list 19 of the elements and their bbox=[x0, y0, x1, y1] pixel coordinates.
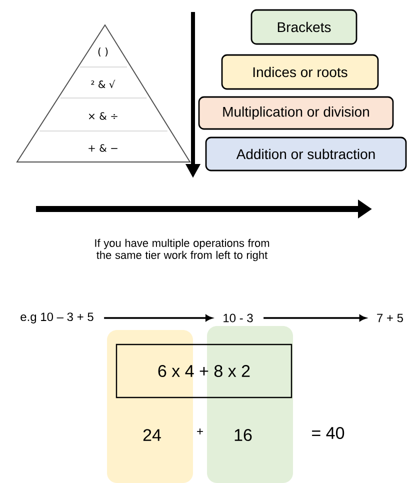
tier-symbol: + & − bbox=[88, 144, 118, 152]
category-box: Indices or roots bbox=[221, 54, 379, 90]
tier-symbol: × & ÷ bbox=[88, 112, 118, 120]
rule-note: If you have multiple operations from the same tier work from left to right bbox=[95, 238, 270, 262]
product-value: 16 bbox=[234, 428, 252, 442]
category-box: Multiplication or division bbox=[198, 96, 394, 130]
arrow bbox=[104, 314, 212, 322]
arrow bbox=[264, 314, 366, 322]
expression-box: 6 x 4 + 8 x 2 bbox=[116, 344, 292, 398]
expression-text: 10 - 3 bbox=[224, 314, 253, 322]
result-value: = 40 bbox=[312, 426, 344, 440]
category-box: Brackets bbox=[250, 9, 358, 45]
category-box: Addition or subtraction bbox=[205, 136, 407, 172]
tier-symbol: ( ) bbox=[98, 48, 108, 56]
expression-text: e.g 10 – 3 + 5 bbox=[20, 312, 94, 324]
product-value: 24 bbox=[143, 429, 161, 441]
expression-text: 7 + 5 bbox=[377, 314, 403, 322]
tier-symbol: ² & √ bbox=[91, 80, 116, 88]
plus-sign: + bbox=[197, 428, 203, 434]
